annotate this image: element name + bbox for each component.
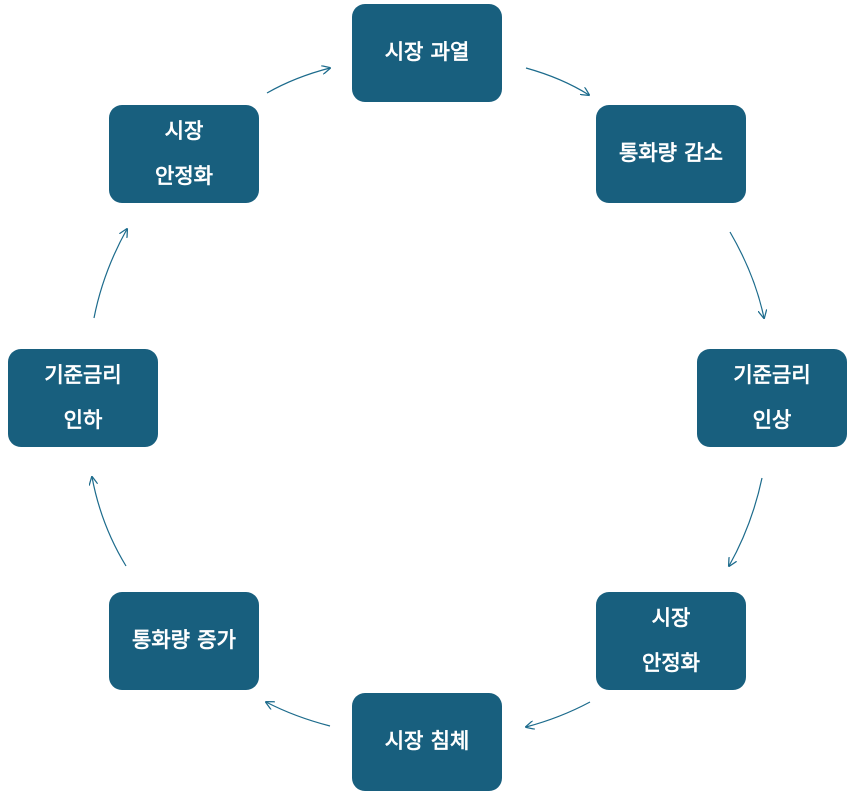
node-money-supply-increase: 통화량 증가 — [109, 592, 259, 690]
node-label-line-2: 안정화 — [155, 164, 213, 188]
node-market-overheat: 시장 과열 — [352, 4, 502, 102]
node-label-line-1: 시장 과열 — [384, 40, 470, 65]
arrow-cut-to-stabilize — [93, 229, 127, 319]
arrow-increase-to-cut — [92, 477, 127, 567]
node-label-line-1: 기준금리 — [733, 362, 811, 387]
node-label-line-1: 기준금리 — [44, 362, 122, 387]
arrow-hike-to-stabilize — [729, 477, 763, 566]
node-label-line-2: 안정화 — [642, 651, 700, 675]
node-label-line-1: 시장 침체 — [384, 729, 470, 754]
arrow-slump-to-increase — [266, 702, 331, 727]
node-label-line-1: 시장 — [164, 118, 204, 143]
node-market-stabilize-left: 시장 안정화 — [109, 105, 259, 203]
node-label-line-2: 인하 — [63, 408, 103, 432]
node-label-line-1: 통화량 증가 — [132, 628, 236, 653]
arrow-decrease-to-hike — [729, 231, 764, 318]
arrow-overheat-to-decrease — [525, 67, 589, 95]
node-market-stabilize-right: 시장 안정화 — [596, 592, 746, 690]
node-base-rate-hike: 기준금리 인상 — [697, 349, 847, 447]
node-base-rate-cut: 기준금리 인하 — [8, 349, 158, 447]
arrow-stabilize-to-overheat — [266, 68, 330, 94]
node-label-line-1: 시장 — [651, 605, 691, 630]
node-money-supply-decrease: 통화량 감소 — [596, 105, 746, 203]
node-label-line-2: 인상 — [752, 408, 792, 432]
arrow-stabilize-to-slump — [526, 701, 591, 727]
node-label-line-1: 통화량 감소 — [619, 141, 723, 166]
node-market-slump: 시장 침체 — [352, 693, 502, 791]
